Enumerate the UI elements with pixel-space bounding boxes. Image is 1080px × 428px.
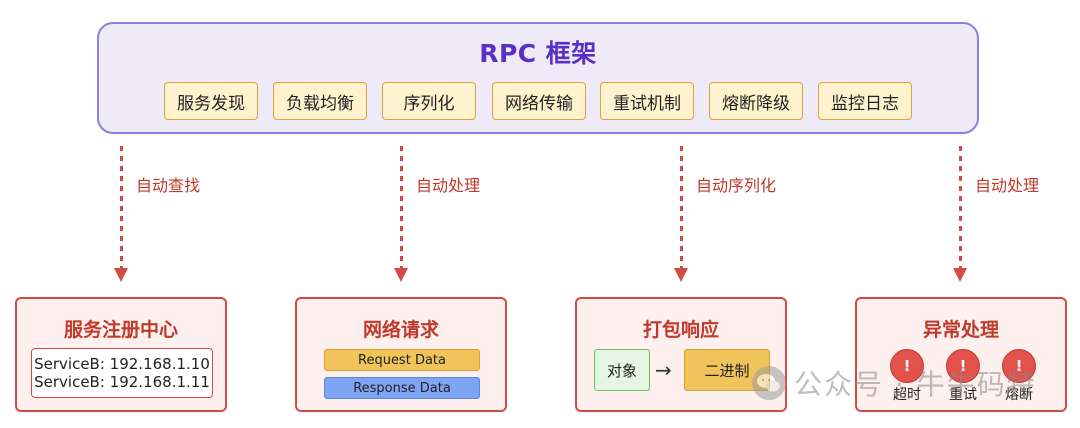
module-load-balancing: 负载均衡: [273, 82, 367, 120]
network-title: 网络请求: [362, 319, 439, 341]
exception-circuit-break: ! 熔断: [989, 349, 1049, 404]
exception-retry: ! 重试: [933, 349, 993, 404]
packing-title: 打包响应: [642, 319, 719, 341]
module-network-transport: 网络传输: [492, 82, 586, 120]
module-monitoring-log: 监控日志: [818, 82, 912, 120]
rpc-framework-panel: RPC 框架 服务发现 负载均衡 序列化 网络传输 重试机制 熔断降级 监控日志: [97, 22, 979, 134]
module-service-discovery: 服务发现: [164, 82, 258, 120]
request-data-bar: Request Data: [324, 349, 480, 371]
arrow-line-4: [959, 146, 962, 268]
arrow-head-3: [674, 268, 688, 282]
exception-handling-box: 异常处理 ! 超时 ! 重试 ! 熔断: [855, 297, 1067, 412]
arrow-label-2: 自动处理: [416, 176, 481, 195]
module-retry: 重试机制: [600, 82, 694, 120]
registry-entry: ServiceB: 192.168.1.10: [34, 355, 210, 373]
network-request-box: 网络请求 Request Data Response Data: [295, 297, 507, 412]
module-serialization: 序列化: [382, 82, 476, 120]
registry-entries-card: ServiceB: 192.168.1.10 ServiceB: 192.168…: [31, 348, 213, 398]
arrow-line-3: [680, 146, 683, 268]
framework-title: RPC 框架: [479, 39, 597, 68]
wechat-icon: [752, 366, 786, 400]
exclamation-icon: !: [1002, 349, 1036, 383]
module-circuit-breaker: 熔断降级: [709, 82, 803, 120]
arrow-label-1: 自动查找: [136, 176, 201, 195]
exclamation-icon: !: [890, 349, 924, 383]
arrow-head-1: [114, 268, 128, 282]
arrow-label-3: 自动序列化: [696, 176, 777, 195]
exception-timeout: ! 超时: [877, 349, 937, 404]
exception-label: 熔断: [1005, 387, 1033, 403]
registry-entry: ServiceB: 192.168.1.11: [34, 373, 210, 391]
exception-label: 超时: [893, 387, 921, 403]
exception-title: 异常处理: [922, 319, 999, 341]
registry-title: 服务注册中心: [63, 319, 178, 341]
right-arrow-icon: →: [655, 358, 672, 382]
watermark: 公众号 · 牛牛码特: [752, 363, 1037, 403]
response-data-bar: Response Data: [324, 377, 480, 399]
arrow-head-4: [953, 268, 967, 282]
arrow-label-4: 自动处理: [975, 176, 1040, 195]
arrow-head-2: [394, 268, 408, 282]
service-registry-box: 服务注册中心 ServiceB: 192.168.1.10 ServiceB: …: [15, 297, 227, 412]
exclamation-icon: !: [946, 349, 980, 383]
exception-label: 重试: [949, 387, 977, 403]
arrow-line-2: [400, 146, 403, 268]
arrow-line-1: [120, 146, 123, 268]
object-node: 对象: [594, 349, 650, 391]
watermark-text: 公众号 · 牛牛码特: [794, 368, 1037, 401]
